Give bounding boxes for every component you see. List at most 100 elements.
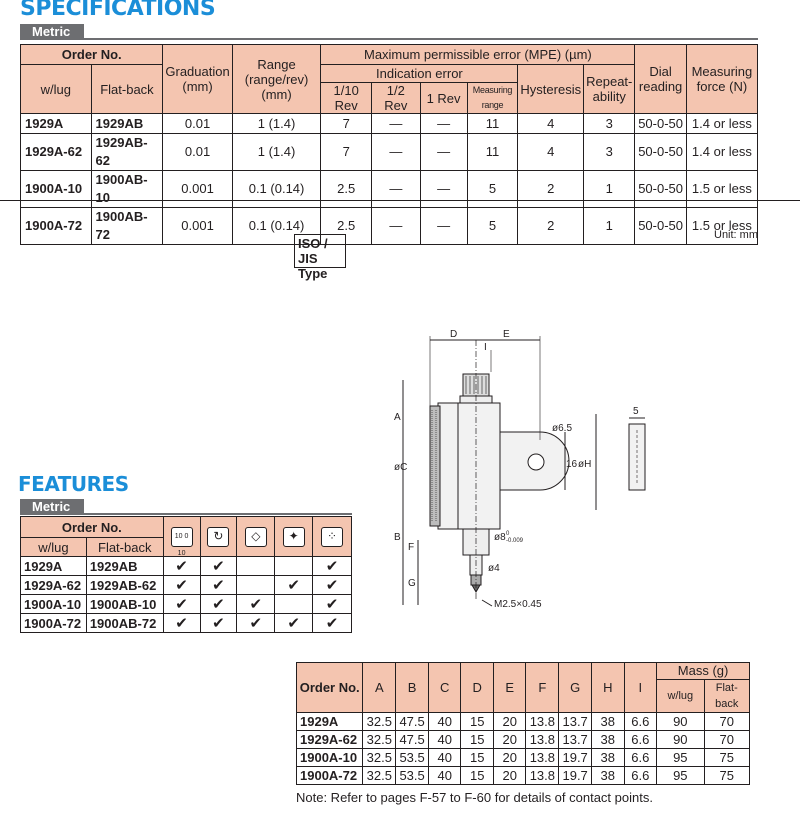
stem-tolerance-lower: -0.009 xyxy=(506,538,524,544)
dial-indicator-drawing: D E I A øC B F G ø6.5 16 øH ø8 0 -0.009 … xyxy=(394,329,646,610)
table-row: 1929A 1929AB ✔ ✔ ✔ xyxy=(20,556,352,576)
flatback-header: Flat-back xyxy=(90,64,164,114)
measuring-range-cell: 5 xyxy=(466,170,519,208)
hole-diameter-label: ø6.5 xyxy=(552,423,572,434)
rev-one-header: 1 Rev xyxy=(419,82,468,114)
order-cell: 1929A xyxy=(295,712,364,731)
table-row: 1900A-72 32.5 53.5 40 15 20 13.8 19.7 38… xyxy=(295,766,750,785)
order-wlug: 1929A-62 xyxy=(20,575,87,595)
dim-b-cell: 53.5 xyxy=(395,748,429,767)
dim-d-cell: 15 xyxy=(460,730,494,749)
check-mark xyxy=(274,594,314,614)
dim-g-cell: 19.7 xyxy=(558,766,593,785)
iso-jis-type-box: ISO / JIS Type xyxy=(294,234,346,281)
range-cell: 0.1 (0.14) xyxy=(231,207,322,245)
order-cell: 1929A-62 xyxy=(295,730,364,749)
graduation-cell: 0.01 xyxy=(162,113,233,134)
drawing-panel xyxy=(0,200,800,836)
dim-c-cell: 40 xyxy=(427,748,462,767)
dim-h-header: H xyxy=(591,662,625,713)
features-tag-rule xyxy=(20,513,352,515)
order-wlug: 1900A-72 xyxy=(20,613,87,633)
dim-e-cell: 20 xyxy=(492,712,527,731)
dim-i-header: I xyxy=(623,662,658,713)
dim-i-cell: 6.6 xyxy=(623,766,658,785)
feature-col-3: ◇ xyxy=(236,516,276,557)
range-cell: 1 (1.4) xyxy=(231,133,322,171)
dim-c-cell: 40 xyxy=(427,730,462,749)
rev-half-cell: — xyxy=(371,113,421,134)
mass-flatback-cell: 75 xyxy=(703,766,750,785)
dim-f-label: F xyxy=(408,542,414,553)
measuring-range-cell: 11 xyxy=(466,133,519,171)
order-flatback: 1900AB-72 xyxy=(85,613,164,633)
thickness-label: 5 xyxy=(633,406,639,417)
dim-a-cell: 32.5 xyxy=(362,712,397,731)
bezel-knurl-shape xyxy=(429,405,441,527)
dim-i-cell: 6.6 xyxy=(623,748,658,767)
repeatability-cell: 1 xyxy=(583,207,636,245)
check-mark xyxy=(236,575,276,595)
wlug-header: w/lug xyxy=(20,64,92,114)
measuring-force-cell: 1.5 or less xyxy=(685,207,759,245)
jewel-bearing-icon: ◇ xyxy=(244,526,267,547)
dim-g-cell: 13.7 xyxy=(558,712,593,731)
dim-d-cell: 15 xyxy=(460,712,494,731)
rev-one-cell: — xyxy=(419,207,468,245)
mass-wlug-cell: 90 xyxy=(656,712,705,731)
check-mark: ✔ xyxy=(312,575,352,595)
dim-d-cell: 15 xyxy=(460,766,494,785)
graduation-header: Graduation (mm) xyxy=(162,44,233,114)
features-table: Order No. 10 0 10 ↻ ◇ ✦ ⁘ w/lug Flat-bac… xyxy=(20,516,352,633)
dim-e-cell: 20 xyxy=(492,766,527,785)
order-wlug: 1900A-10 xyxy=(20,594,87,614)
feature-col-1: 10 0 10 xyxy=(162,516,201,557)
specifications-tag-rule xyxy=(20,38,758,40)
measuring-force-cell: 1.4 or less xyxy=(685,133,759,171)
mass-flatback-header: Flat-back xyxy=(703,679,750,713)
feature-col-5: ⁘ xyxy=(312,516,352,557)
check-mark: ✔ xyxy=(199,575,238,595)
mass-wlug-cell: 95 xyxy=(656,766,705,785)
features-order-no-header: Order No. xyxy=(20,516,164,538)
order-flatback: 1929AB-62 xyxy=(90,133,164,171)
table-row: 1900A-10 32.5 53.5 40 15 20 13.8 19.7 38… xyxy=(295,748,750,767)
dim-f-cell: 13.8 xyxy=(525,748,560,767)
dim-e-cell: 20 xyxy=(492,748,527,767)
dim-f-cell: 13.8 xyxy=(525,730,560,749)
dim-c-cell: 40 xyxy=(427,766,462,785)
mass-flatback-cell: 70 xyxy=(703,730,750,749)
rev-half-cell: — xyxy=(371,170,421,208)
dim-f-cell: 13.8 xyxy=(525,766,560,785)
features-metric-tag: Metric xyxy=(20,499,85,515)
mass-flatback-cell: 70 xyxy=(703,712,750,731)
contact-points-note: Note: Refer to pages F-57 to F-60 for de… xyxy=(296,790,653,805)
rev-tenth-cell: 2.5 xyxy=(320,170,373,208)
dim-h-label: øH xyxy=(578,459,591,470)
measuring-force-header: Measuring force (N) xyxy=(685,44,759,114)
mass-wlug-cell: 90 xyxy=(656,730,705,749)
tip-diameter-label: ø4 xyxy=(488,563,500,574)
specifications-table: Order No. Graduation (mm) Range (range/r… xyxy=(19,44,759,245)
dim-b-cell: 47.5 xyxy=(395,730,429,749)
check-mark xyxy=(236,556,276,576)
repeatability-cell: 3 xyxy=(583,113,636,134)
dim-a-header: A xyxy=(362,662,397,713)
dim-b-label: B xyxy=(394,532,401,543)
dim-g-header: G xyxy=(558,662,593,713)
measuring-range-header: Measuring range xyxy=(466,82,519,114)
dim-g-cell: 13.7 xyxy=(558,730,593,749)
dimensions-table: Order No. A B C D E F G H I Mass (g) w/l… xyxy=(295,662,750,785)
rev-one-cell: — xyxy=(419,113,468,134)
measuring-force-cell: 1.5 or less xyxy=(685,170,759,208)
dim-d-label: D xyxy=(450,329,457,340)
table-row: 1929A-62 1929AB-62 0.01 1 (1.4) 7 — — 11… xyxy=(20,133,759,171)
features-wlug-header: w/lug xyxy=(20,537,87,557)
repeatability-header: Repeat- ability xyxy=(583,64,636,114)
dim-f-cell: 13.8 xyxy=(525,712,560,731)
table-row: 1929A-62 1929AB-62 ✔ ✔ ✔ ✔ xyxy=(20,575,352,595)
rev-one-cell: — xyxy=(419,170,468,208)
features-title: FEATURES xyxy=(18,472,129,496)
table-row: 1900A-72 1900AB-72 0.001 0.1 (0.14) 2.5 … xyxy=(20,207,759,245)
feature-col-2: ↻ xyxy=(199,516,238,557)
